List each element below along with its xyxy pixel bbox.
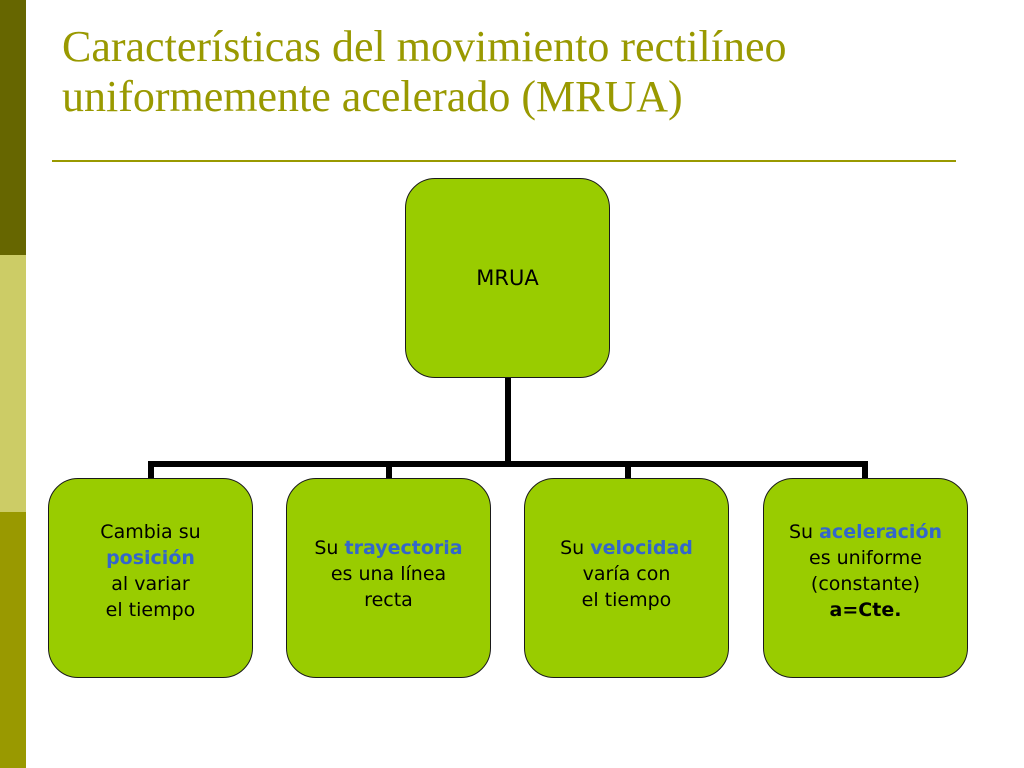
child-2-highlight: trayectoria: [344, 537, 463, 559]
child-1-line-4: el tiempo: [105, 599, 196, 621]
connector-drop-1: [148, 461, 154, 478]
slide-title-line-2: uniformemente acelerado (MRUA): [62, 72, 683, 121]
child-3-line-2: varía con: [582, 563, 671, 585]
child-node-acceleration: Su aceleración es uniforme (constante) a…: [763, 478, 968, 678]
child-3-prefix: Su: [560, 537, 585, 559]
slide-title-line-1: Características del movimiento rectilíne…: [62, 22, 787, 71]
connector-drop-2: [386, 461, 392, 478]
child-2-line-3: recta: [364, 589, 413, 611]
child-node-velocity: Su velocidad varía con el tiempo: [524, 478, 729, 678]
child-1-highlight: posición: [106, 547, 195, 569]
connector-horizontal-bar: [148, 461, 868, 467]
title-underline: [52, 160, 956, 162]
child-4-prefix: Su: [788, 521, 814, 543]
child-node-trajectory: Su trayectoria es una línea recta: [286, 478, 491, 678]
root-node-label: MRUA: [476, 266, 539, 290]
child-4-line-4: a=Cte.: [829, 599, 902, 621]
sidebar-band-olive: [0, 512, 26, 768]
slide-title: Características del movimiento rectilíne…: [62, 22, 982, 122]
child-1-line-1: Cambia su: [100, 521, 201, 543]
root-node-mrua: MRUA: [405, 178, 610, 378]
child-2-line-2: es una línea: [330, 563, 447, 585]
connector-root-stem: [505, 378, 511, 466]
child-4-line-2: es uniforme: [809, 547, 922, 569]
sidebar-band-dark: [0, 0, 26, 255]
child-4-line-3: (constante): [810, 573, 921, 595]
child-2-prefix: Su: [314, 537, 339, 559]
child-4-highlight: aceleración: [819, 521, 943, 543]
connector-drop-4: [862, 461, 868, 478]
sidebar-band-light: [0, 255, 26, 512]
connector-drop-3: [625, 461, 631, 478]
child-3-highlight: velocidad: [590, 537, 693, 559]
child-node-position: Cambia su posición al variar el tiempo: [48, 478, 253, 678]
child-3-line-3: el tiempo: [581, 589, 672, 611]
child-1-line-3: al variar: [111, 573, 190, 595]
